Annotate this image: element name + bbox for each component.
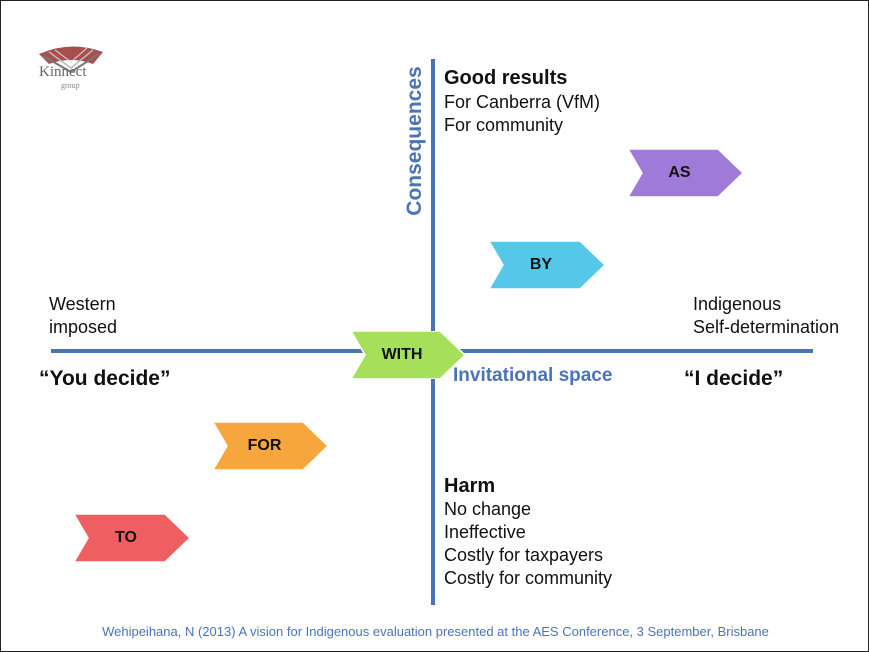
logo-sub: group [61,81,80,90]
kinnect-logo-icon [39,46,103,74]
harm-line-2: Ineffective [444,522,526,542]
indigenous-line-1: Indigenous [693,294,782,314]
harm-line-1: No change [444,499,532,519]
chevron-as: AS [626,148,745,198]
good-results-heading: Good results [444,67,568,89]
chevron-for-label: FOR [247,437,282,454]
chevron-as-label: AS [668,164,691,181]
logo-name: Kinnect [39,64,87,80]
chevron-to-label: TO [115,529,137,546]
chevron-for: FOR [211,421,330,471]
chevron-with-label: WITH [381,346,423,363]
citation: Wehipeihana, N (2013) A vision for Indig… [102,624,769,639]
invitational-space-label: Invitational space [453,365,613,386]
harm-heading: Harm [444,475,496,497]
consequences-axis-label: Consequences [403,66,426,216]
harm-line-3: Costly for taxpayers [444,545,604,565]
chevron-by-label: BY [529,256,553,273]
harm-line-4: Costly for community [444,568,613,588]
you-decide-quote: “You decide” [39,367,171,390]
chevron-with: WITH [349,330,467,380]
good-results-line-1: For Canberra (VfM) [444,92,601,112]
chevron-to: TO [72,513,192,563]
good-results-line-2: For community [444,115,564,135]
western-line-2: imposed [49,317,118,337]
i-decide-quote: “I decide” [684,367,784,390]
western-line-1: Western [49,294,116,314]
chevron-by: BY [487,240,607,290]
indigenous-line-2: Self-determination [693,317,840,337]
